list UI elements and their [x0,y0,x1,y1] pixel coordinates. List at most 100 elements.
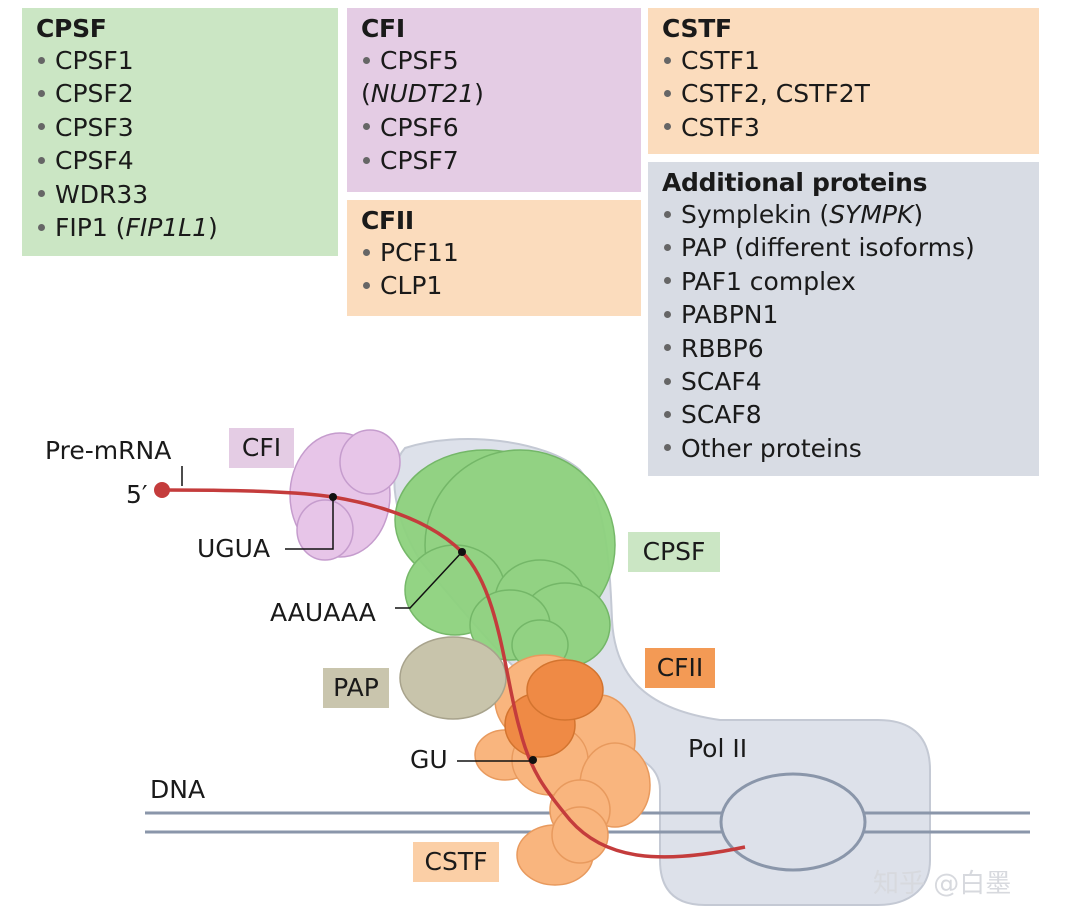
item-text: CPSF5 [380,46,459,75]
bullet-icon [664,444,671,452]
cpsf-complex [394,449,616,671]
list-item: (NUDT21) [361,77,627,110]
list-item: SCAF8 [662,398,1025,431]
list-item: SCAF4 [662,365,1025,398]
item-text: RBBP6 [681,333,764,363]
item-text: FIP1 ( [55,213,126,243]
item-text: Other proteins [681,433,862,463]
list-item: WDR33 [36,178,324,211]
list-item: CPSF1 [36,44,324,77]
list-item: RBBP6 [662,332,1025,365]
cfi-complex [289,429,401,561]
list-item: CSTF1 [662,44,1025,77]
ugua-label: UGUA [197,534,271,563]
pol2-label: Pol II [688,734,748,763]
item-text: CSTF3 [681,112,760,142]
list-item: CPSF7 [361,144,627,177]
list-item: CSTF2, CSTF2T [662,77,1025,110]
item-text: PABPN1 [681,300,779,330]
ugua-leader [285,497,334,550]
transcription-bubble [719,772,867,872]
item-text: CSTF1 [681,46,760,75]
item-text: CPSF1 [55,46,134,75]
list-item: CLP1 [361,269,627,302]
gu-site [529,756,537,764]
cfii-tag: CFII [645,648,715,688]
bullet-icon [363,56,370,64]
item-text: SCAF4 [681,367,762,397]
bullet-icon [363,248,370,256]
bullet-icon [664,56,671,64]
bullet-icon [664,344,671,352]
dna-label: DNA [150,775,206,804]
list-item: Other proteins [662,432,1025,465]
five-prime-label: 5′ [126,480,148,509]
five-prime-end [154,482,170,498]
item-text: CPSF4 [55,146,134,176]
pap-tag: PAP [323,668,389,708]
item-text: ) [208,213,218,243]
list-item: FIP1 (FIP1L1) [36,211,324,244]
item-text: CPSF2 [55,79,134,109]
bullet-icon [664,410,671,418]
bullet-icon [38,89,45,97]
pap-protein [399,636,507,720]
cpsf-box-title: CPSF [36,14,107,43]
watermark: 知乎 @白墨 [873,869,1012,899]
bullet-icon [664,277,671,285]
cstf-tag: CSTF [413,842,499,882]
list-item: PABPN1 [662,298,1025,331]
bullet-icon [664,243,671,251]
list-item: CPSF4 [36,144,324,177]
gene-name: SYMPK [829,200,914,229]
item-text: SCAF8 [681,400,762,430]
list-item: PAP (different isoforms) [662,231,1025,264]
item-text: CLP1 [380,271,443,301]
bullet-icon [38,56,45,64]
item-text: PCF11 [380,238,459,267]
list-item: CPSF3 [36,111,324,144]
list-item: CPSF2 [36,77,324,110]
bullet-icon [38,156,45,164]
list-item: CSTF3 [662,111,1025,144]
bullet-icon [38,190,45,198]
cstf-box-title: CSTF [662,14,732,43]
item-text: PAP (different isoforms) [681,233,975,263]
item-text: ) [474,79,484,109]
auuaaa-leader [395,551,463,609]
gu-label: GU [410,745,448,774]
list-item: Symplekin (SYMPK) [662,198,1025,231]
bullet-icon [664,210,671,218]
item-text: PAF1 complex [681,266,856,296]
cpsf-tag: CPSF [628,532,720,572]
list-item: PAF1 complex [662,265,1025,298]
bullet-icon [664,377,671,385]
bullet-icon [38,223,45,231]
bullet-icon [664,89,671,97]
bullet-icon [363,156,370,164]
gene-name: NUDT21 [370,79,475,109]
list-item: CPSF5 [361,44,627,77]
bullet-icon [363,123,370,131]
list-item: PCF11 [361,236,627,269]
item-text: CSTF2, CSTF2T [681,79,870,109]
additional-proteins-box: Additional proteins Symplekin (SYMPK)PAP… [648,162,1039,476]
item-text: Symplekin ( [681,200,830,229]
pre-mrna-strand [161,488,746,859]
gene-name: FIP1L1 [125,213,209,243]
cfi-box-title: CFI [361,14,405,43]
item-text: CPSF7 [380,146,459,176]
item-text: ) [913,200,924,229]
additional-proteins-title: Additional proteins [662,168,928,197]
auuaaa-label: AAUAAA [270,598,376,627]
item-text: CPSF3 [55,112,134,142]
bullet-icon [38,123,45,131]
item-text: CPSF6 [380,112,459,142]
item-text: ( [361,79,371,109]
cfi-tag: CFI [229,428,294,468]
